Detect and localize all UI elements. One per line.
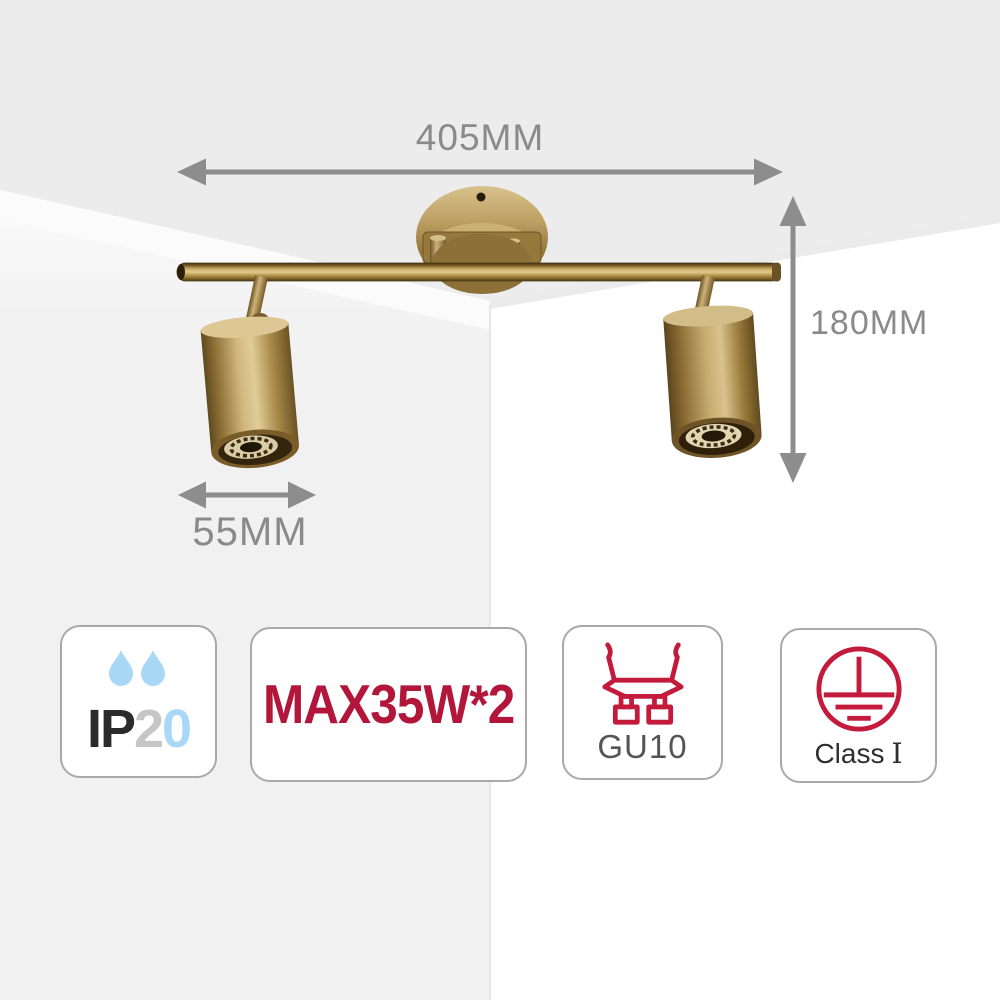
ip-digit-first: 2 [133, 698, 164, 759]
lamp-socket-badge: GU10 [562, 625, 723, 780]
diameter-dimension-arrow [178, 481, 316, 509]
ip-rating-badge: IP20 [60, 625, 217, 778]
width-dimension-arrow [177, 158, 783, 186]
ip-prefix: IP [86, 698, 136, 759]
max-wattage-badge: MAX35W*2 [250, 627, 527, 782]
left-spotlight [200, 275, 300, 469]
left-wall-plane [0, 219, 490, 1000]
max-wattage-text: MAX35W*2 [262, 673, 515, 735]
spot-diameter-label: 55MM [192, 510, 308, 554]
ip-rating-text: IP20 [86, 698, 192, 759]
dimension-arrows [177, 158, 807, 509]
ceiling-plane [0, 0, 1000, 301]
width-dimension-label: 405MM [415, 117, 545, 158]
protective-earth-icon [815, 645, 902, 732]
gu10-socket-icon [601, 642, 684, 725]
height-dimension-label: 180MM [810, 304, 929, 342]
ceiling-spotlight-fixture [176, 186, 781, 469]
class-numeral: I [891, 736, 903, 770]
socket-type-text: GU10 [597, 728, 688, 765]
mount-bar [176, 262, 781, 282]
ceiling-edge-highlight-left [0, 191, 490, 330]
ceiling-edge-shadow-right [490, 215, 1000, 309]
ip-digit-second: 0 [162, 698, 192, 759]
water-drops-icon [108, 649, 165, 686]
canopy-screw [476, 192, 486, 202]
height-dimension-arrow [779, 196, 807, 483]
class-word: Class [814, 737, 885, 769]
right-spotlight [663, 275, 762, 458]
